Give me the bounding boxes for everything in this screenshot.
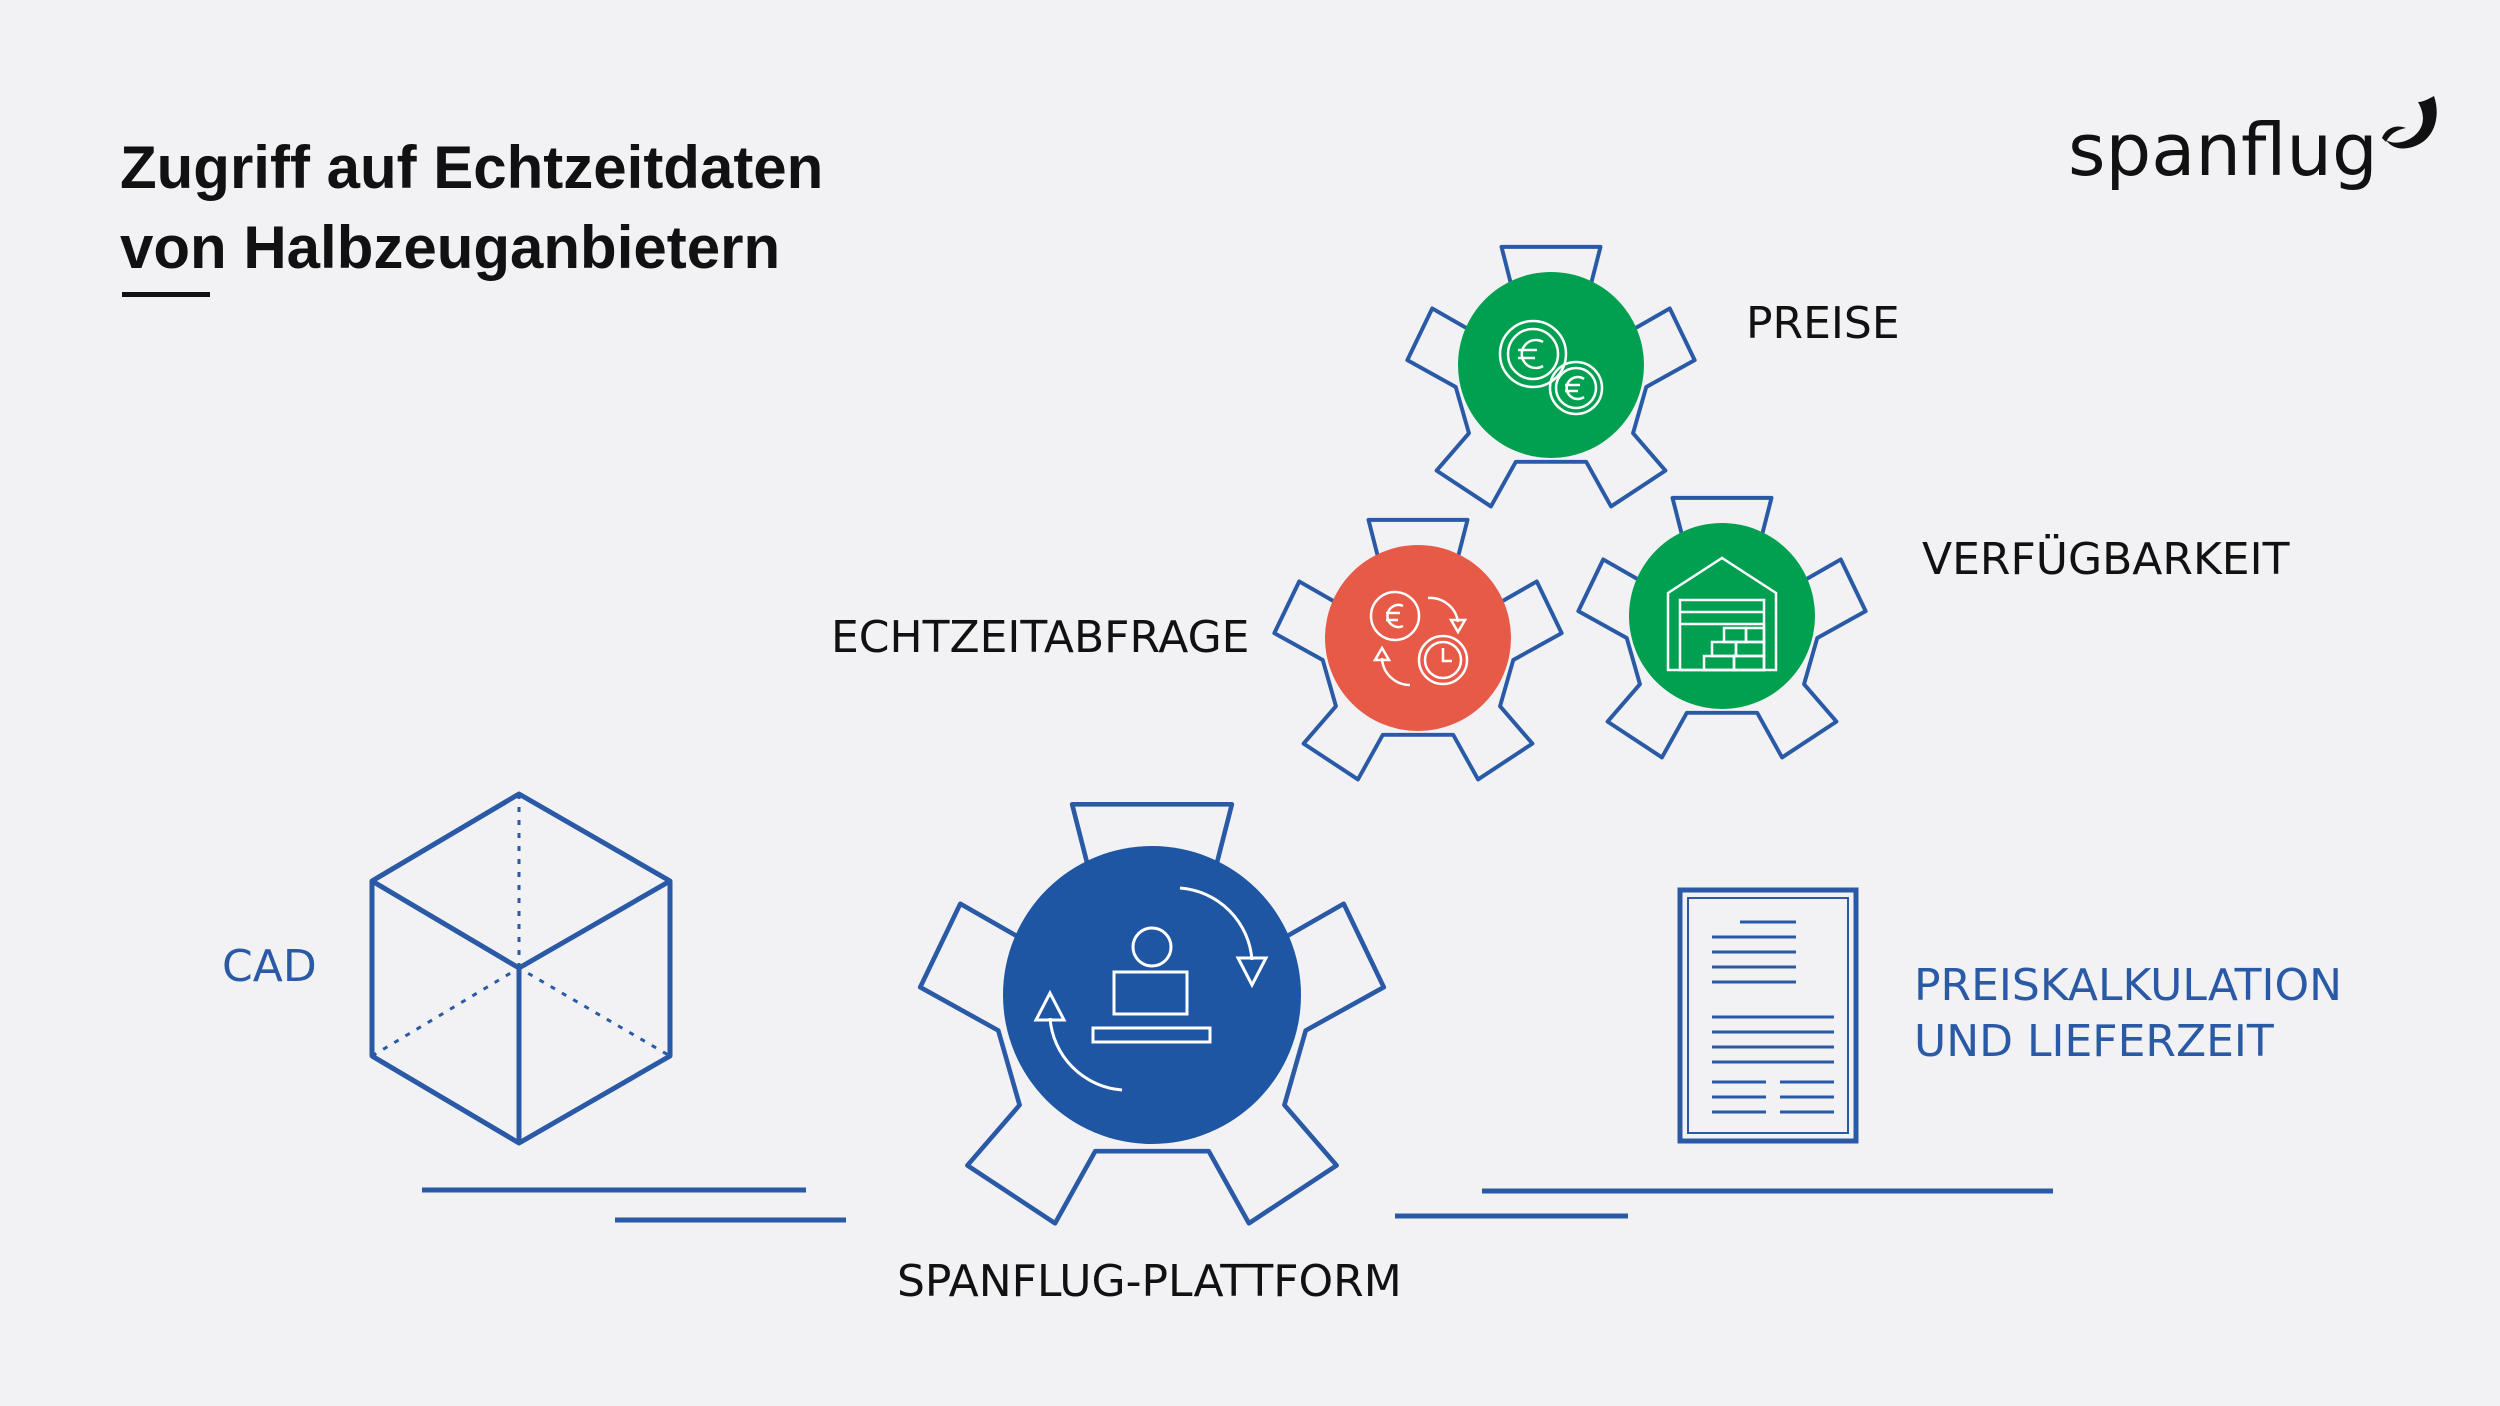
verfuegbarkeit-circle [1629,523,1815,709]
echtzeitabfrage-gear [1272,517,1564,782]
warehouse-icon [1666,556,1778,672]
preiskalkulation-line-1: PREISKALKULATION [1914,960,2342,1011]
preise-label: PREISE [1746,298,1900,349]
page-title: Zugriff auf Echtzeitdaten von Halbzeugan… [120,128,823,288]
plattform-label: SPANFLUG-PLATTFORM [897,1256,1402,1307]
preiskalkulation-label: PREISKALKULATION UND LIEFERZEIT [1914,958,2342,1070]
echtzeitabfrage-circle [1325,545,1511,731]
brand-logo: spanflug [2068,108,2378,192]
user-workstation-icon [1033,886,1269,1092]
title-line-1: Zugriff auf Echtzeitdaten [120,134,824,201]
logo-swoosh-icon [2382,96,2437,149]
preise-circle [1458,272,1644,458]
document-icon [1677,887,1859,1144]
exchange-clock-icon [1369,590,1469,687]
cad-label: CAD [222,941,317,992]
title-line-2: von Halbzeuganbietern [120,214,781,281]
euro-coins-icon [1498,319,1604,416]
echtzeitabfrage-label: ECHTZEITABFRAGE [831,612,1250,663]
verfuegbarkeit-label: VERFÜGBARKEIT [1922,534,2290,585]
baseline-lines [422,1187,2053,1223]
platform-gear [920,804,1384,1223]
preiskalkulation-line-2: UND LIEFERZEIT [1914,1016,2274,1067]
cube-icon [369,791,673,1146]
title-underline [122,292,210,297]
verfuegbarkeit-gear [1576,495,1868,760]
preise-gear [1405,244,1697,509]
platform-circle [1003,846,1301,1144]
